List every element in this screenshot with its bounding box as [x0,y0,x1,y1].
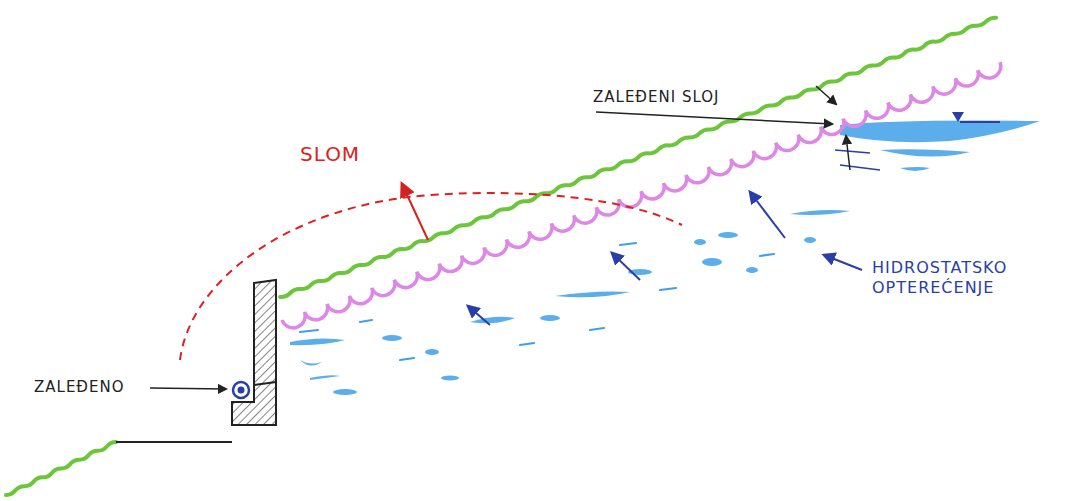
failure-arrow [402,184,428,240]
water-table-symbol [835,112,1000,170]
frozen-drain [238,387,245,394]
drain-label: ZALEĐENO [34,378,125,397]
terrain-line [280,18,996,297]
terrain-line [6,442,116,495]
water-marks [290,121,1040,396]
leader-line [150,388,226,389]
load-label: HIDROSTATSKO OPTEREĆENJE [872,258,1072,298]
leader-line [816,86,836,104]
failure-label: SLOM [300,142,360,167]
ground-line [116,441,232,443]
leader-line [596,112,832,124]
frozen-drain [233,382,249,398]
retaining-wall [232,280,276,425]
layer-label: ZALEĐENI SLOJ [593,88,719,107]
leader-line [846,136,850,170]
failure-surface [180,193,682,360]
pressure-arrows [468,192,862,325]
